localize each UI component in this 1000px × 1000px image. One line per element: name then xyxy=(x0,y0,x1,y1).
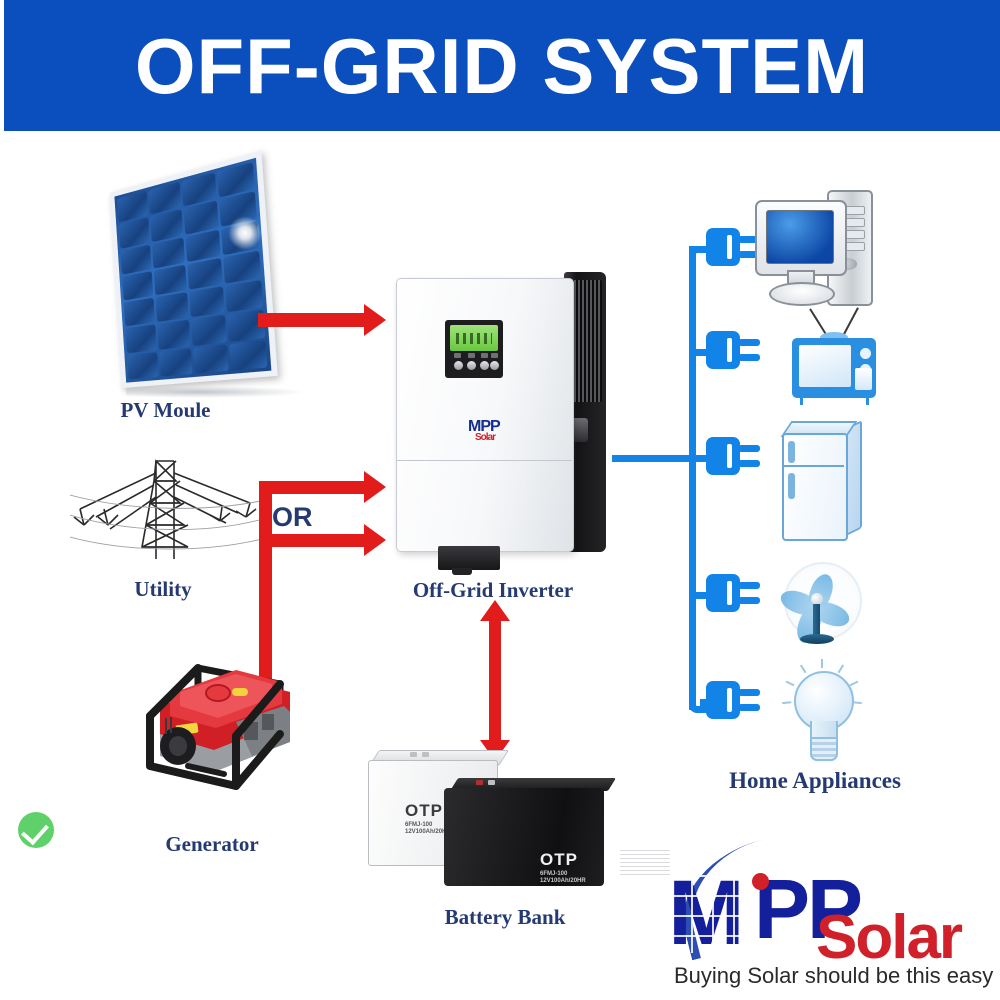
or-label: OR xyxy=(272,502,313,532)
logo-word-solar: Solar xyxy=(816,903,963,972)
battery-black-terminal-neg xyxy=(488,780,495,785)
inverter-brand-solar: Solar xyxy=(475,432,496,443)
battery-white-terminal-2 xyxy=(422,752,429,757)
refrigerator-icon xyxy=(778,420,888,545)
fan-hub xyxy=(811,593,823,605)
refrigerator-door-divider xyxy=(782,465,844,467)
tv-antenna-hub xyxy=(820,332,848,343)
inverter-button-2[interactable] xyxy=(467,361,476,370)
generator-to-inverter-arrow-head xyxy=(364,524,386,556)
inverter-panel-seam xyxy=(396,460,572,461)
battery-white-brand: OTP 6FMJ-100 12V100Ah/20HR xyxy=(405,801,451,835)
tv-knob-1 xyxy=(858,346,873,361)
solar-panel-icon xyxy=(109,150,320,398)
pylon-svg xyxy=(69,459,271,559)
lcd-mode-icon-3 xyxy=(481,353,488,358)
logo-letters-pp: PP xyxy=(754,862,863,956)
home-appliances-label: Home Appliances xyxy=(729,768,901,793)
logo-letter-m: M xyxy=(668,862,745,964)
battery-black-terminal-pos xyxy=(476,780,483,785)
inverter-button-3[interactable] xyxy=(480,361,489,370)
utility-to-inverter-line xyxy=(259,481,369,494)
mpp-solar-logo: M PP Solar Buying Solar should be this e… xyxy=(667,829,993,988)
fan-base xyxy=(800,634,834,644)
tv-icon xyxy=(790,307,890,410)
battery-white-terminal-1 xyxy=(410,752,417,757)
refrigerator-handle-fridge xyxy=(788,473,795,499)
generator-label: Generator xyxy=(165,832,259,856)
refrigerator-handle-freezer xyxy=(788,441,795,463)
pv-to-inverter-arrow-line xyxy=(258,313,368,327)
lightbulb-screw-base xyxy=(810,737,838,761)
inverter-button-1[interactable] xyxy=(454,361,463,370)
computer-icon xyxy=(755,190,875,310)
inverter-button-4[interactable] xyxy=(490,361,499,370)
generator-svg xyxy=(146,664,290,790)
tv-screen xyxy=(799,345,851,387)
inverter-icon: MPP Solar xyxy=(380,268,612,575)
fan-icon xyxy=(777,560,868,655)
lightbulb-neck xyxy=(810,721,838,739)
computer-screen xyxy=(766,210,834,264)
battery-bank-label: Battery Bank xyxy=(444,905,566,929)
tv-speaker-panel xyxy=(855,368,872,390)
pv-to-inverter-arrow-head xyxy=(364,304,386,336)
battery-black-brand: OTP 6FMJ-100 12V100Ah/20HR xyxy=(540,850,586,884)
tv-antenna-right xyxy=(842,307,859,337)
battery-icon: OTP 6FMJ-100 12V100Ah/20HR OTP 6FMJ-100 … xyxy=(368,750,670,890)
lcd-mode-icon-4 xyxy=(491,353,498,358)
transmission-tower-icon xyxy=(69,455,271,565)
fan-stem xyxy=(813,604,820,638)
inverter-conduit-box xyxy=(438,546,500,575)
solar-panel-face xyxy=(109,150,278,388)
computer-tower xyxy=(827,190,873,306)
branch-wire-tv xyxy=(689,349,715,356)
plug-icon-television xyxy=(706,331,762,369)
tv-leg-left xyxy=(800,398,803,405)
logo-tagline: Buying Solar should be this easy xyxy=(674,963,994,988)
tv-cabinet xyxy=(792,338,876,398)
lcd-readout xyxy=(450,325,498,351)
generator-to-inverter-line xyxy=(259,534,369,547)
battery-spec-lines xyxy=(620,850,670,876)
plug-icon-lightbulb xyxy=(706,681,762,719)
lcd-screen-icon xyxy=(445,320,503,378)
plug-icon-refrigerator xyxy=(706,437,762,475)
inverter-to-load-bus-wire xyxy=(612,455,696,462)
green-check-icon xyxy=(18,812,54,848)
plug-icon-fan xyxy=(706,574,762,612)
inverter-battery-arrow-line xyxy=(489,616,501,744)
branch-wire-fridge xyxy=(689,455,715,462)
plug-icon-computer xyxy=(706,228,762,266)
lightbulb-icon xyxy=(780,659,870,765)
branch-corner-bulb xyxy=(689,686,716,713)
generator-icon xyxy=(140,650,320,790)
logo-red-dot xyxy=(752,873,769,890)
pv-module-label: PV Moule xyxy=(120,398,211,422)
tv-leg-right xyxy=(866,398,869,405)
load-bus-vertical-wire xyxy=(689,258,696,710)
inverter-label: Off-Grid Inverter xyxy=(412,578,574,602)
utility-to-inverter-arrow-head xyxy=(364,471,386,503)
inverter-brand-mpp: MPP xyxy=(468,418,501,435)
page-title: OFF-GRID SYSTEM xyxy=(134,21,870,110)
computer-monitor-base xyxy=(769,282,835,306)
computer-monitor xyxy=(755,200,847,276)
branch-wire-fan xyxy=(689,592,715,599)
inverter-brand-logo: MPP Solar xyxy=(468,418,501,443)
solar-panel-shadow xyxy=(126,386,306,398)
inverter-battery-arrow-head-up xyxy=(480,600,510,621)
utility-label: Utility xyxy=(134,577,192,601)
battery-black-body: OTP 6FMJ-100 12V100Ah/20HR xyxy=(444,788,670,886)
page-header-banner: OFF-GRID SYSTEM xyxy=(4,0,1000,131)
lcd-mode-icon-2 xyxy=(468,353,475,358)
branch-corner-computer xyxy=(689,246,716,273)
inverter-side-knob xyxy=(572,418,588,442)
lcd-mode-icon-1 xyxy=(454,353,461,358)
